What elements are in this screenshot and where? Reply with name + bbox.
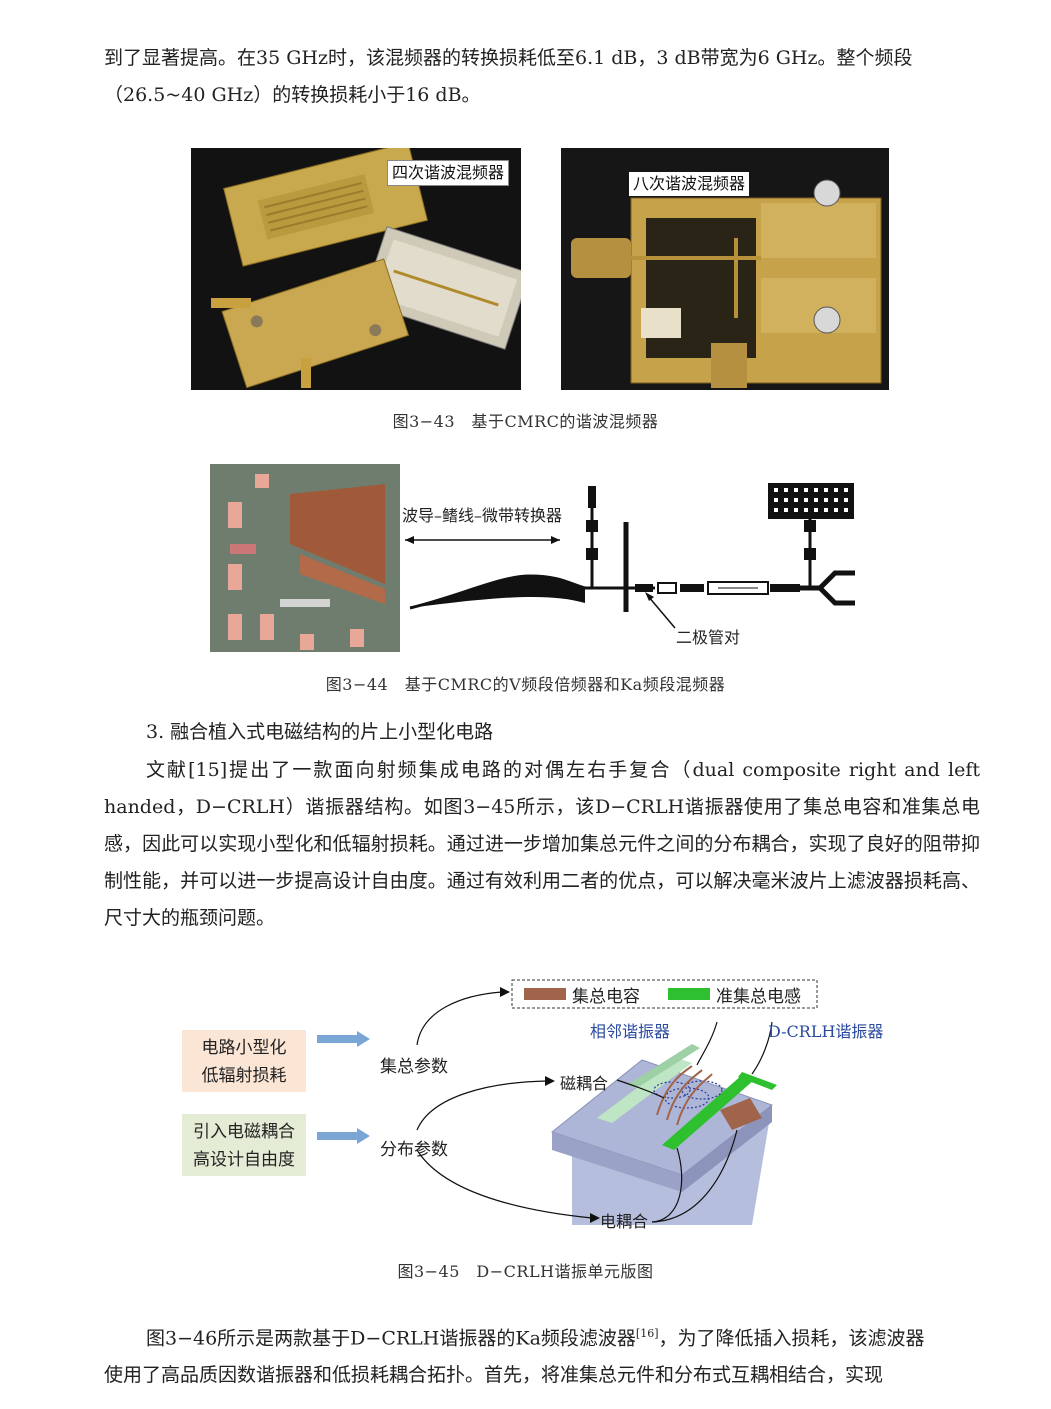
lumped-params-label: 集总参数 — [380, 1057, 448, 1077]
bottom-paragraph-line-1: 图3−46所示是两款基于D−CRLH谐振器的Ka频段滤波器[16]，为了降低插入… — [104, 1315, 980, 1357]
lumped-capacitor-legend: 集总电容 — [572, 987, 640, 1007]
benefit-box-2-line-1: 引入电磁耦合 — [193, 1122, 295, 1142]
benefit-box-1-line-2: 低辐射损耗 — [201, 1066, 287, 1086]
distributed-params-label: 分布参数 — [380, 1140, 448, 1160]
electric-coupling-label: 电耦合 — [600, 1212, 649, 1231]
bottom-paragraph: 图3−46所示是两款基于D−CRLH谐振器的Ka频段滤波器[16]，为了降低插入… — [104, 1315, 980, 1394]
waveguide-diode-schematic — [405, 483, 855, 629]
benefit-box-1: 电路小型化 低辐射损耗 — [182, 1030, 306, 1092]
four-harmonic-mixer-label: 四次谐波混频器 — [387, 160, 510, 186]
bottom-text-after-ref: ，为了降低插入损耗，该滤波器 — [658, 1327, 925, 1350]
top-paragraph: 到了显著提高。在35 GHz时，该混频器的转换损耗低至6.1 dB，3 dB带宽… — [104, 40, 980, 114]
magnetic-coupling-label: 磁耦合 — [560, 1074, 609, 1093]
chip-layout-illustration — [210, 464, 400, 652]
reference-16[interactable]: [16] — [635, 1327, 659, 1340]
diode-pair-label: 二极管对 — [676, 628, 741, 647]
eight-harmonic-mixer-illustration — [561, 148, 889, 390]
four-harmonic-mixer-photo: 四次谐波混频器 — [191, 148, 521, 390]
section-heading: 3. 融合植入式电磁结构的片上小型化电路 — [146, 721, 494, 743]
top-paragraph-line-2: （26.5~40 GHz）的转换损耗小于16 dB。 — [104, 84, 481, 106]
figure-3-45-caption: 图3−45 D−CRLH谐振单元版图 — [397, 1262, 654, 1281]
v-band-multiplier-chip-photo — [210, 464, 400, 652]
figure-3-44-caption: 图3−44 基于CMRC的V频段倍频器和Ka频段混频器 — [325, 675, 726, 694]
bottom-paragraph-line-2: 使用了高品质因数谐振器和低损耗耦合拓扑。首先，将准集总元件和分布式互耦相结合，实… — [104, 1364, 884, 1387]
top-paragraph-line-1: 到了显著提高。在35 GHz时，该混频器的转换损耗低至6.1 dB，3 dB带宽… — [104, 47, 913, 69]
dcrlh-resonator-label: D-CRLH谐振器 — [768, 1022, 884, 1041]
eight-harmonic-mixer-label: 八次谐波混频器 — [629, 172, 750, 196]
figure-3-45-drawing — [317, 979, 818, 1225]
four-harmonic-mixer-illustration — [191, 148, 521, 390]
section-paragraph: 文献[15]提出了一款面向射频集成电路的对偶左右手复合（dual composi… — [104, 759, 980, 929]
quasi-lumped-inductor-legend: 准集总电感 — [716, 987, 801, 1007]
transition-label: 波导–鳍线–微带转换器 — [402, 506, 563, 525]
bottom-text-before-ref: 图3−46所示是两款基于D−CRLH谐振器的Ka频段滤波器 — [146, 1327, 636, 1350]
figure-3-43-caption: 图3−43 基于CMRC的谐波混频器 — [392, 412, 659, 431]
adjacent-resonator-label: 相邻谐振器 — [590, 1022, 671, 1041]
eight-harmonic-mixer-photo: 八次谐波混频器 — [561, 148, 889, 390]
benefit-box-1-line-1: 电路小型化 — [201, 1038, 287, 1058]
benefit-box-2-line-2: 高设计自由度 — [193, 1150, 295, 1170]
benefit-box-2: 引入电磁耦合 高设计自由度 — [182, 1114, 306, 1176]
figure-3-45: 集总电容 准集总电感 电路小型化 低辐射损耗 引入电磁耦合 高设计自由度 集总参… — [172, 970, 912, 1245]
